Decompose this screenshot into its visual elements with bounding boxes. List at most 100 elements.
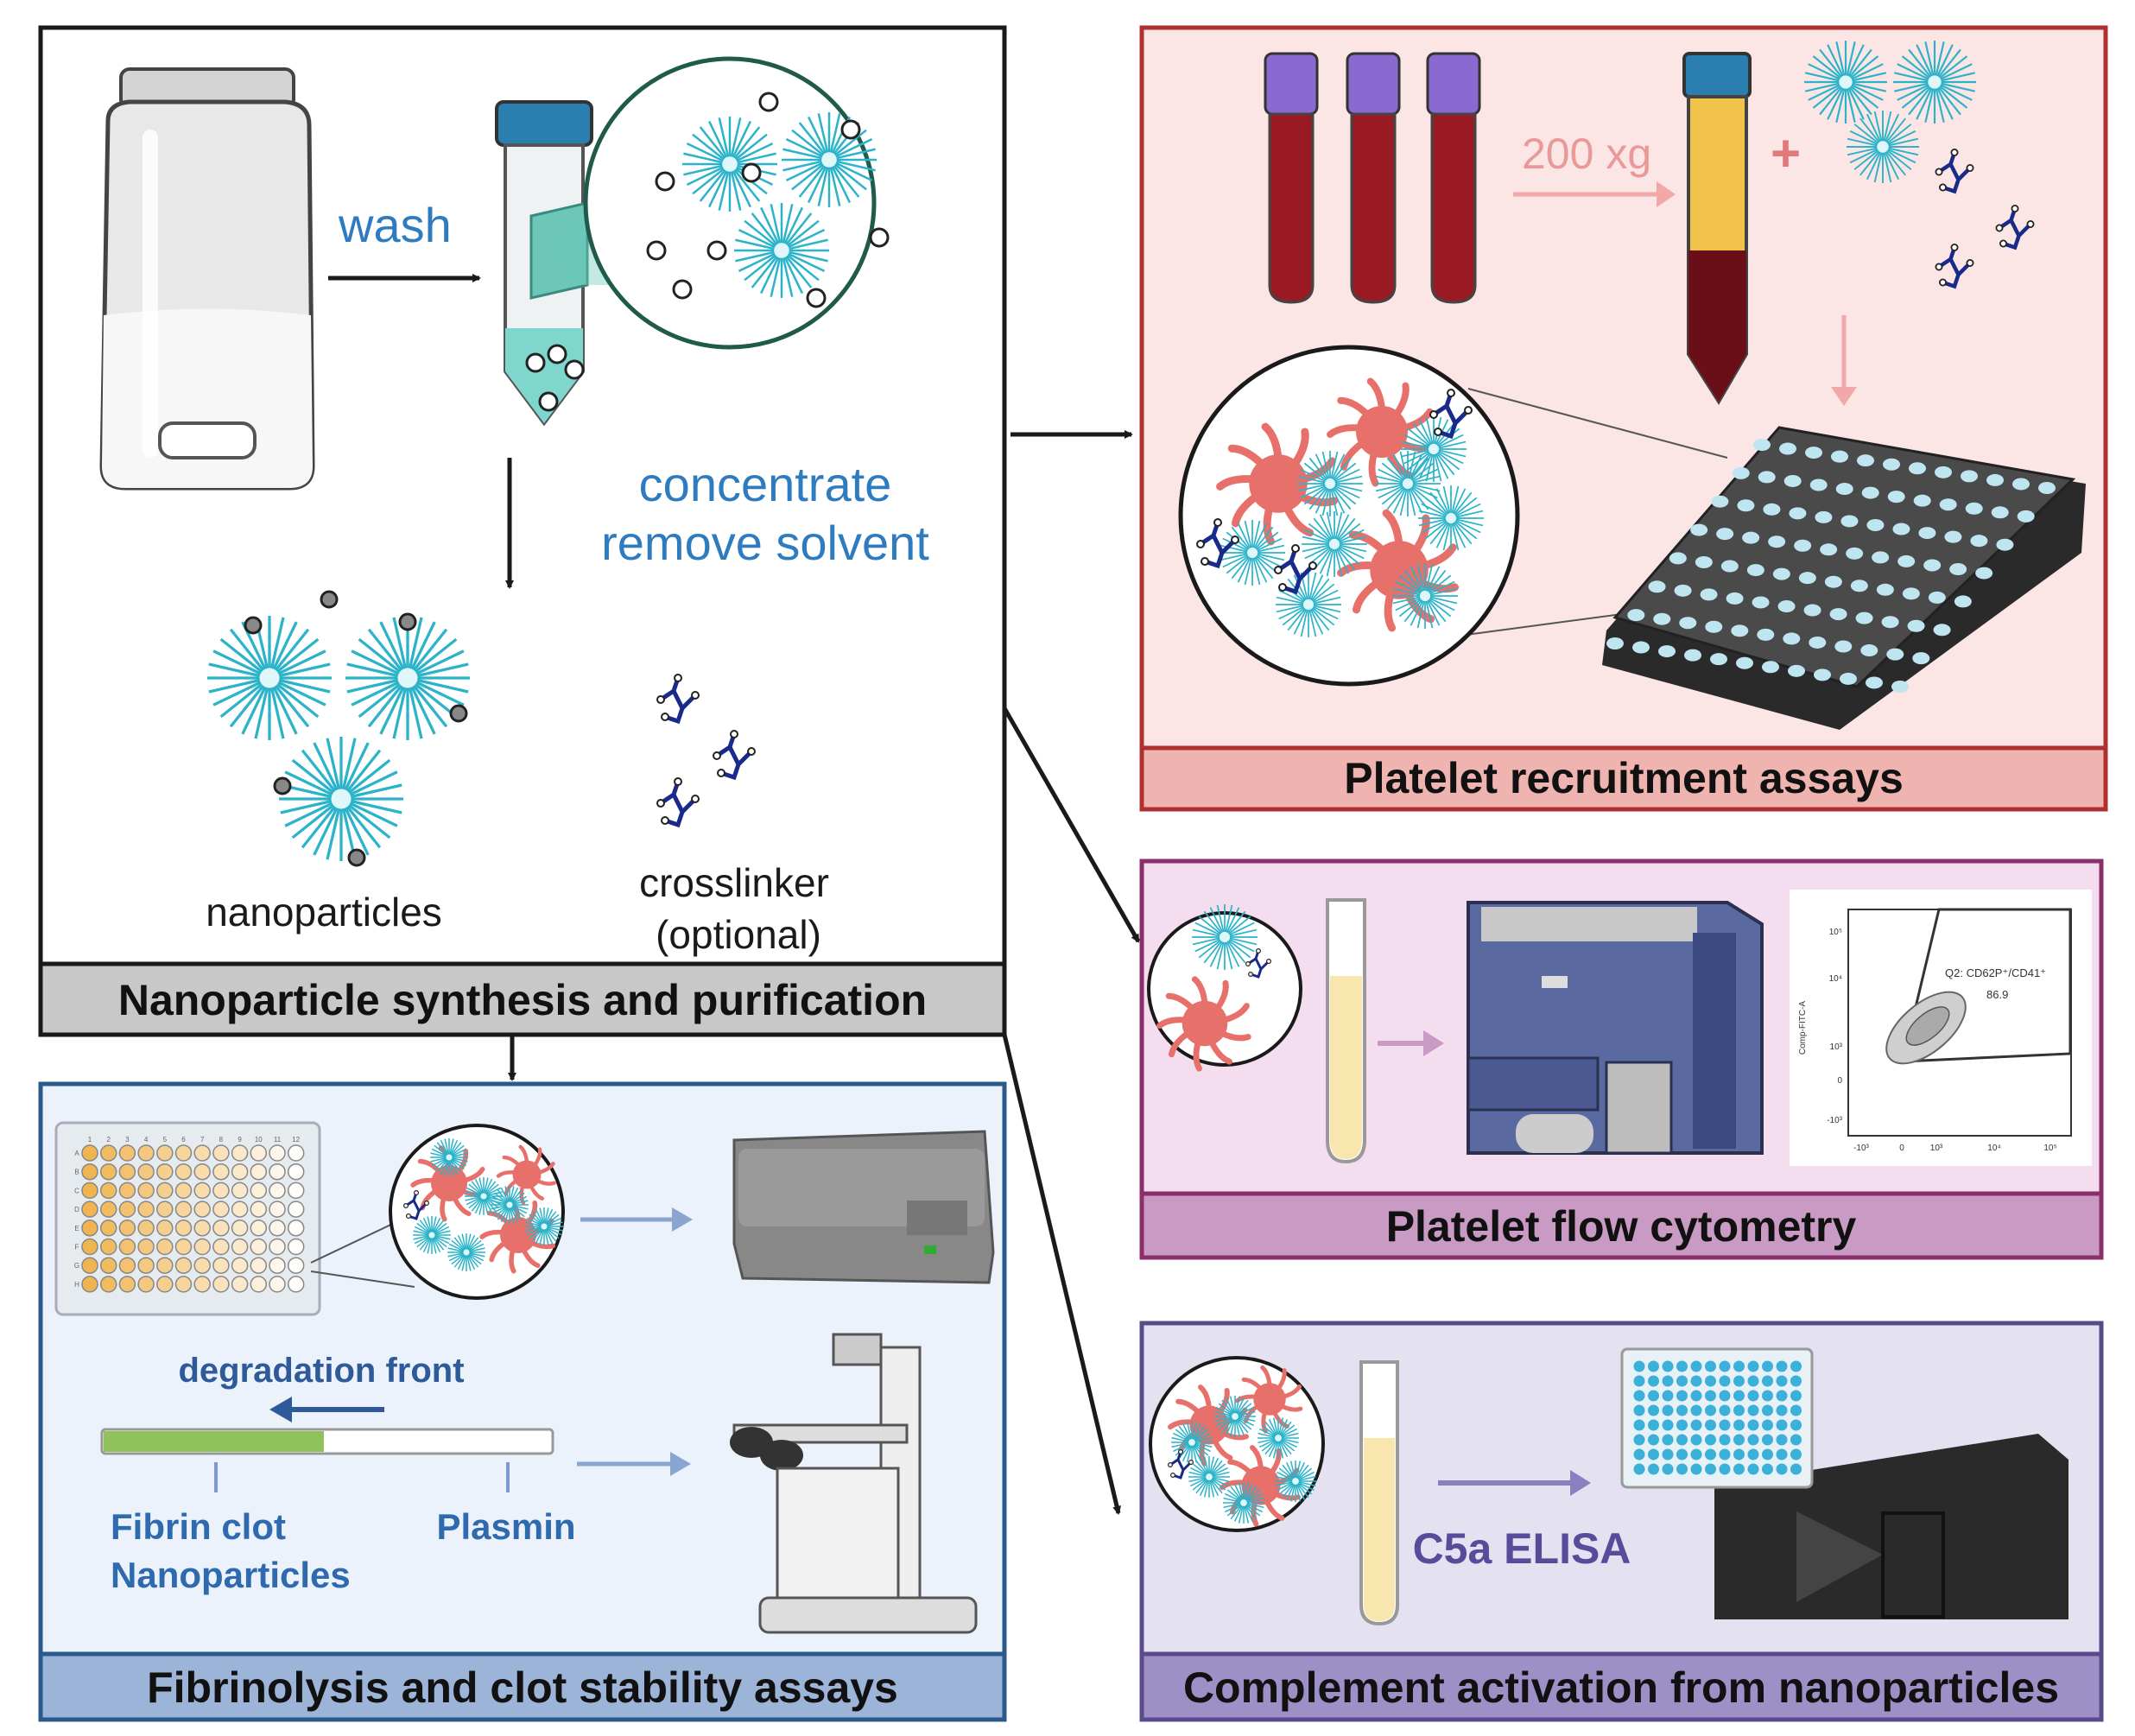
well xyxy=(1762,1463,1773,1475)
well xyxy=(1746,564,1764,577)
well xyxy=(1690,1375,1702,1387)
well xyxy=(1747,1434,1759,1446)
well xyxy=(1648,1375,1659,1387)
well xyxy=(1928,591,1946,604)
spectrophotometer-icon xyxy=(732,1130,995,1284)
column-label: 9 xyxy=(238,1136,242,1144)
well xyxy=(1834,640,1853,653)
nanoparticle-icon xyxy=(1297,451,1363,516)
well xyxy=(1747,1390,1759,1402)
well xyxy=(1676,1463,1688,1475)
well xyxy=(193,1163,211,1181)
well xyxy=(1846,547,1864,560)
crosslinker-icon xyxy=(656,674,700,725)
crosslinker-icon xyxy=(713,730,756,781)
crosslinker-icon xyxy=(1935,148,1974,194)
well xyxy=(1970,535,1988,548)
crosslinker-icon xyxy=(1274,544,1317,595)
nanoparticle-icon xyxy=(1302,511,1367,577)
well xyxy=(118,1182,136,1200)
well xyxy=(1790,1448,1802,1460)
nanoparticles-label: Nanoparticles xyxy=(111,1555,351,1595)
blood-tube-icon xyxy=(1346,52,1401,304)
nanoparticle-icon xyxy=(1893,41,1976,124)
well xyxy=(1809,478,1828,491)
well xyxy=(1648,1419,1659,1431)
well xyxy=(156,1201,174,1218)
wash-label: wash xyxy=(338,198,452,252)
well xyxy=(1860,644,1878,657)
synthesis-title: Nanoparticle synthesis and purification xyxy=(118,976,927,1024)
well xyxy=(1790,1404,1802,1416)
well xyxy=(1776,1404,1788,1416)
well xyxy=(81,1257,98,1274)
well xyxy=(231,1238,249,1256)
crosslinker-icon xyxy=(1196,518,1239,569)
column-label: 3 xyxy=(125,1136,130,1144)
nanoparticle-icon xyxy=(1392,563,1458,629)
well xyxy=(1886,648,1904,661)
crosslinker-icon xyxy=(1995,204,2035,250)
optional-label: (optional) xyxy=(656,912,821,957)
column-label: 12 xyxy=(292,1136,300,1144)
well xyxy=(1933,624,1951,637)
crosslinker-icon xyxy=(1245,947,1272,979)
down-arrowhead xyxy=(1831,387,1857,406)
well xyxy=(1732,466,1750,479)
microscope-icon xyxy=(730,1333,978,1634)
elisa-arrowhead xyxy=(1570,1470,1591,1496)
well xyxy=(1662,1360,1674,1372)
row-label: E xyxy=(74,1225,79,1232)
solvent-particle-icon xyxy=(398,612,417,631)
well xyxy=(1913,494,1931,507)
solvent-particle-icon xyxy=(655,171,675,192)
concentrate-label: concentrate xyxy=(639,457,892,511)
well xyxy=(174,1182,193,1200)
gate-polygon xyxy=(1901,908,2072,1063)
well xyxy=(1790,1360,1802,1372)
column-label: 2 xyxy=(106,1136,111,1144)
well xyxy=(1662,1375,1674,1387)
well xyxy=(1758,471,1776,484)
well xyxy=(81,1276,98,1293)
well xyxy=(1719,1360,1731,1372)
well xyxy=(231,1257,249,1274)
y-axis-label: Comp-FITC-A xyxy=(1798,1001,1808,1055)
zoom-line xyxy=(310,1219,402,1264)
well xyxy=(1768,535,1786,548)
well xyxy=(1662,1390,1674,1402)
well xyxy=(1633,1404,1645,1416)
well xyxy=(1891,681,1909,693)
well xyxy=(1757,628,1775,641)
clot-tube-icon xyxy=(100,1428,554,1455)
well xyxy=(1747,1404,1759,1416)
well xyxy=(1776,1375,1788,1387)
well xyxy=(137,1257,155,1274)
well xyxy=(1711,495,1729,508)
centrifuged-tube-icon xyxy=(1682,52,1752,405)
nanoparticle-icon xyxy=(1223,1482,1264,1524)
well xyxy=(1690,1360,1702,1372)
well xyxy=(156,1144,174,1162)
well xyxy=(287,1220,305,1237)
flow-title: Platelet flow cytometry xyxy=(1386,1202,1857,1251)
crosslinker-icon xyxy=(402,1189,430,1220)
zoom-line xyxy=(310,1270,415,1288)
well xyxy=(1790,1390,1802,1402)
well xyxy=(1783,474,1802,487)
well xyxy=(1633,1448,1645,1460)
well xyxy=(137,1238,155,1256)
well xyxy=(137,1163,155,1181)
well xyxy=(212,1163,230,1181)
solvent-particle-icon xyxy=(273,776,292,795)
well xyxy=(1747,1419,1759,1431)
well xyxy=(1662,1463,1674,1475)
well xyxy=(1815,510,1833,523)
well xyxy=(1632,641,1650,654)
well xyxy=(1779,442,1796,455)
well xyxy=(287,1257,305,1274)
zoom-line xyxy=(1467,388,1728,459)
recruitment-panel: Platelet recruitment assays 200 xg + xyxy=(1139,25,2108,812)
well xyxy=(1676,1448,1688,1460)
well xyxy=(1831,450,1848,463)
